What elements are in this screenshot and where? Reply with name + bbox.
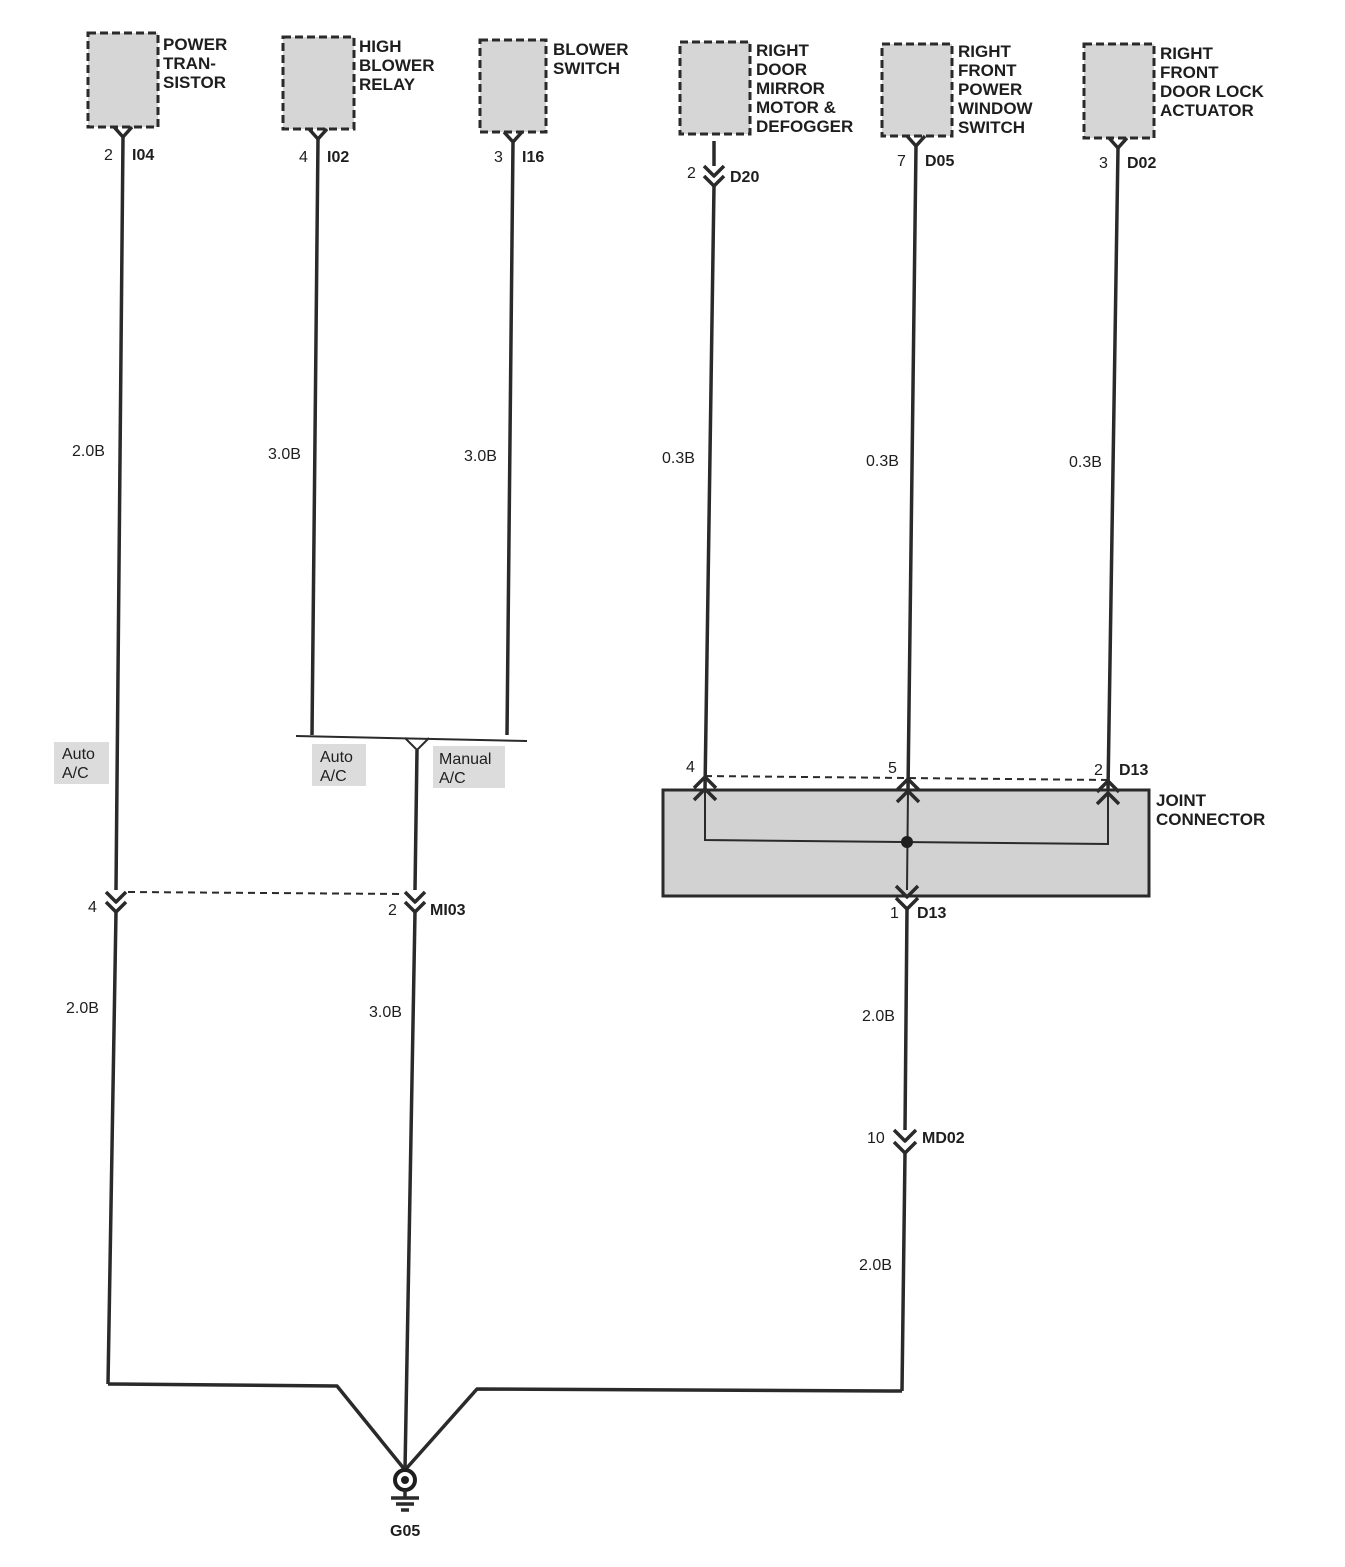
gauge-jc-out-lower: 2.0B — [859, 1257, 892, 1274]
connector-d02-pin: 3 — [1099, 155, 1108, 172]
joint-connector-pin-out: 1 — [890, 905, 899, 922]
connector-mi03-pin-left: 4 — [88, 899, 97, 916]
connector-mi03-dashed-link — [127, 891, 404, 895]
option-manual-bg — [433, 746, 505, 788]
right-front-door-lock-actuator-box — [1082, 42, 1156, 140]
right-front-power-window-switch-box — [880, 42, 954, 138]
connector-md02-symbol — [892, 1128, 918, 1155]
gauge-power-window-switch: 0.3B — [866, 453, 899, 470]
connector-d02-id: D02 — [1127, 155, 1156, 172]
connector-i02-id: I02 — [327, 149, 349, 166]
right-front-door-lock-actuator-label: RIGHT FRONT DOOR LOCK ACTUATOR — [1160, 44, 1269, 120]
connector-i16-id: I16 — [522, 149, 544, 166]
gauge-mirror-motor: 0.3B — [662, 450, 695, 467]
option-auto-mid: Auto A/C — [320, 749, 357, 785]
connector-mi03-pin2-symbol — [403, 890, 427, 914]
high-blower-relay-box — [281, 35, 356, 131]
connector-d05-id: D05 — [925, 153, 954, 170]
connector-mi03-id: MI03 — [430, 902, 466, 919]
blower-switch-label: BLOWER SWITCH — [553, 40, 633, 78]
gauge-door-lock-actuator: 0.3B — [1069, 454, 1102, 471]
connector-d05-pin: 7 — [897, 153, 906, 170]
right-door-mirror-motor-defogger-label: RIGHT DOOR MIRROR MOTOR & DEFOGGER — [756, 41, 853, 136]
joint-connector-label: JOINT CONNECTOR — [1156, 791, 1265, 829]
option-split-bar — [295, 735, 528, 742]
connector-md02-pin: 10 — [867, 1130, 885, 1147]
right-door-mirror-motor-defogger-box — [678, 40, 752, 136]
ground-bus-left — [107, 1382, 407, 1472]
connector-i02-pin: 4 — [299, 149, 308, 166]
wire-power-window-switch — [906, 145, 918, 791]
joint-connector-pin4-symbol — [692, 775, 718, 802]
option-auto-left: Auto A/C — [62, 746, 99, 782]
wire-door-lock-actuator — [1106, 147, 1120, 791]
wire-left-lower — [106, 911, 118, 1385]
ground-id: G05 — [390, 1523, 420, 1540]
joint-connector-id: D13 — [1119, 762, 1148, 779]
option-auto-left-bg — [54, 742, 109, 784]
connector-md02-id: MD02 — [922, 1130, 965, 1147]
wire-jc-out-lower — [900, 1152, 907, 1392]
wire-option-common — [413, 749, 419, 891]
connector-d20-id: D20 — [730, 169, 759, 186]
gauge-mid-lower: 3.0B — [369, 1004, 402, 1021]
connector-i16-symbol — [502, 130, 524, 144]
connector-i04-pin: 2 — [104, 147, 113, 164]
high-blower-relay-label: HIGH BLOWER RELAY — [359, 37, 439, 94]
connector-mi03-pin-right: 2 — [388, 902, 397, 919]
power-transistor-box — [86, 31, 160, 129]
wire-blower-switch — [505, 141, 515, 736]
wire-mirror-motor — [703, 185, 716, 791]
connector-d20-pin: 2 — [687, 165, 696, 182]
gauge-left-lower: 2.0B — [66, 1000, 99, 1017]
joint-connector-pin-4: 4 — [686, 759, 695, 776]
connector-mi03-pin4-symbol — [104, 890, 128, 914]
option-auto-mid-bg — [312, 744, 366, 786]
blower-switch-box — [478, 38, 548, 134]
gauge-power-transistor: 2.0B — [72, 443, 105, 460]
connector-d20-symbol — [702, 164, 726, 188]
connector-i04-id: I04 — [132, 147, 154, 164]
wire-power-transistor — [114, 136, 125, 891]
option-manual: Manual A/C — [439, 751, 496, 787]
power-transistor-label: POWER TRAN- SISTOR — [163, 35, 232, 92]
wire-high-blower-relay — [310, 138, 320, 736]
wire-mid-lower — [403, 911, 417, 1471]
joint-connector-out-id: D13 — [917, 905, 946, 922]
ground-icon — [391, 1490, 419, 1512]
joint-connector-pin-2: 2 — [1094, 762, 1103, 779]
joint-connector-splice-dot — [901, 836, 913, 848]
gauge-high-blower-relay: 3.0B — [268, 446, 301, 463]
right-front-power-window-switch-label: RIGHT FRONT POWER WINDOW SWITCH — [958, 42, 1037, 137]
connector-i16-pin: 3 — [494, 149, 503, 166]
gauge-jc-out-upper: 2.0B — [862, 1008, 895, 1025]
ground-symbol-center — [401, 1476, 409, 1484]
joint-connector-pin-5: 5 — [888, 760, 897, 777]
wire-jc-out-upper — [903, 908, 909, 1131]
gauge-blower-switch: 3.0B — [464, 448, 497, 465]
ground-bus-right — [403, 1387, 903, 1472]
